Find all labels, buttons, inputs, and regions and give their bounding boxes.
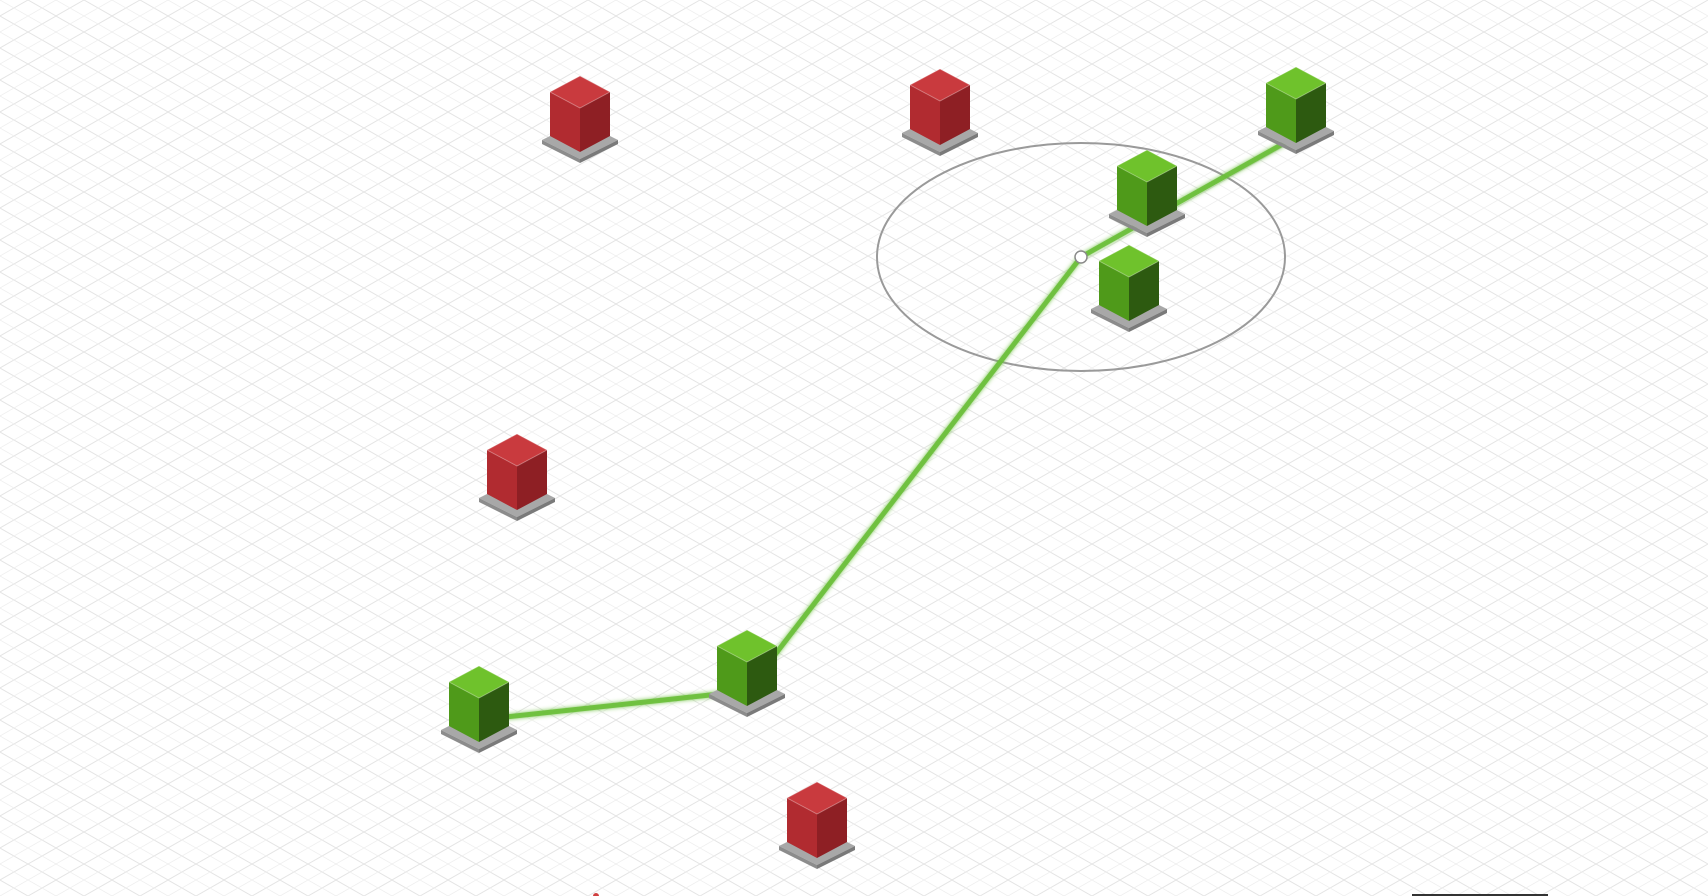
selection-ring bbox=[876, 142, 1286, 372]
red-cube-icon bbox=[485, 433, 549, 510]
node-green-5[interactable] bbox=[441, 665, 517, 753]
node-red-3[interactable] bbox=[479, 433, 555, 521]
green-cube-icon bbox=[1264, 66, 1328, 143]
connection-path bbox=[475, 133, 1300, 723]
node-green-3[interactable] bbox=[1091, 244, 1167, 332]
node-green-1[interactable] bbox=[1258, 66, 1334, 154]
junction-handle-icon[interactable] bbox=[1074, 250, 1088, 264]
node-green-2[interactable] bbox=[1109, 149, 1185, 237]
node-red-4[interactable] bbox=[779, 781, 855, 869]
edge-bar bbox=[1412, 894, 1548, 896]
node-red-2[interactable] bbox=[902, 68, 978, 156]
nodes-layer bbox=[441, 66, 1334, 869]
red-cube-icon bbox=[548, 75, 612, 152]
red-cube-icon bbox=[785, 781, 849, 858]
node-green-4[interactable] bbox=[709, 629, 785, 717]
green-cube-icon bbox=[1097, 244, 1161, 321]
node-red-1[interactable] bbox=[542, 75, 618, 163]
green-cube-icon bbox=[715, 629, 779, 706]
red-cube-icon bbox=[908, 68, 972, 145]
green-cube-icon bbox=[447, 665, 511, 742]
edge-marker bbox=[593, 893, 599, 896]
green-cube-icon bbox=[1115, 149, 1179, 226]
